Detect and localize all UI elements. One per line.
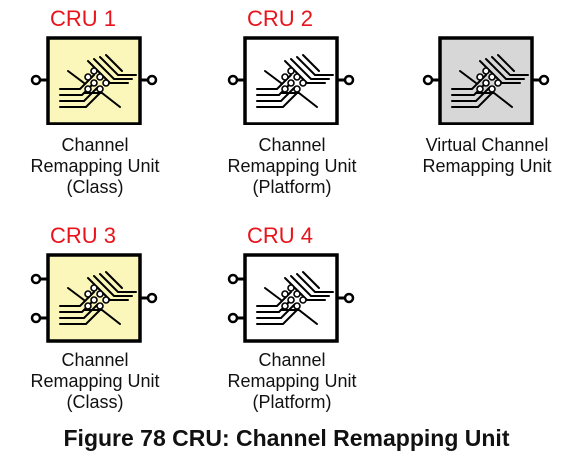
label-line: Channel	[258, 350, 326, 370]
channel-remapping-icon	[451, 54, 529, 108]
label-line: Virtual Channel	[425, 135, 549, 155]
output-port	[140, 292, 158, 304]
label-line: Channel	[61, 135, 129, 155]
output-port	[532, 74, 550, 86]
label-line: Remapping Unit	[422, 156, 552, 176]
label-line: (Platform)	[252, 177, 332, 197]
cru-4-symbol	[227, 253, 355, 343]
channel-remapping-icon	[59, 54, 137, 108]
cru-1-tag: CRU 1	[50, 6, 117, 31]
cru-3-symbol	[30, 253, 158, 343]
label-line: Remapping Unit	[30, 371, 160, 391]
label-line: Remapping Unit	[30, 156, 160, 176]
output-port	[140, 74, 158, 86]
channel-remapping-icon	[59, 271, 137, 325]
cru-3-label: Channel Remapping Unit (Class)	[0, 350, 190, 413]
input-port	[422, 74, 442, 86]
virtual-cru-symbol	[422, 36, 550, 125]
channel-remapping-icon	[256, 54, 334, 108]
cru-2-tag: CRU 2	[247, 6, 314, 31]
cru-1-label: Channel Remapping Unit (Class)	[0, 135, 190, 198]
label-line: (Class)	[66, 177, 124, 197]
channel-remapping-icon	[256, 271, 334, 325]
cru-3-tag: CRU 3	[50, 223, 117, 248]
figure-caption: Figure 78 CRU: Channel Remapping Unit	[63, 425, 510, 451]
label-line: Remapping Unit	[227, 156, 357, 176]
label-line: (Class)	[66, 392, 124, 412]
input-port	[227, 273, 247, 285]
label-line: Channel	[61, 350, 129, 370]
cru-4-tag: CRU 4	[247, 223, 314, 248]
virtual-cru-label: Virtual Channel Remapping Unit	[392, 135, 573, 177]
input-port	[30, 273, 50, 285]
label-line: Remapping Unit	[227, 371, 357, 391]
cru-2-label: Channel Remapping Unit (Platform)	[197, 135, 387, 198]
cru-2-symbol	[227, 36, 355, 125]
label-line: (Platform)	[252, 392, 332, 412]
cru-1-symbol	[30, 36, 158, 125]
label-line: Channel	[258, 135, 326, 155]
output-port	[337, 292, 355, 304]
cru-4-label: Channel Remapping Unit (Platform)	[197, 350, 387, 413]
output-port	[337, 74, 355, 86]
